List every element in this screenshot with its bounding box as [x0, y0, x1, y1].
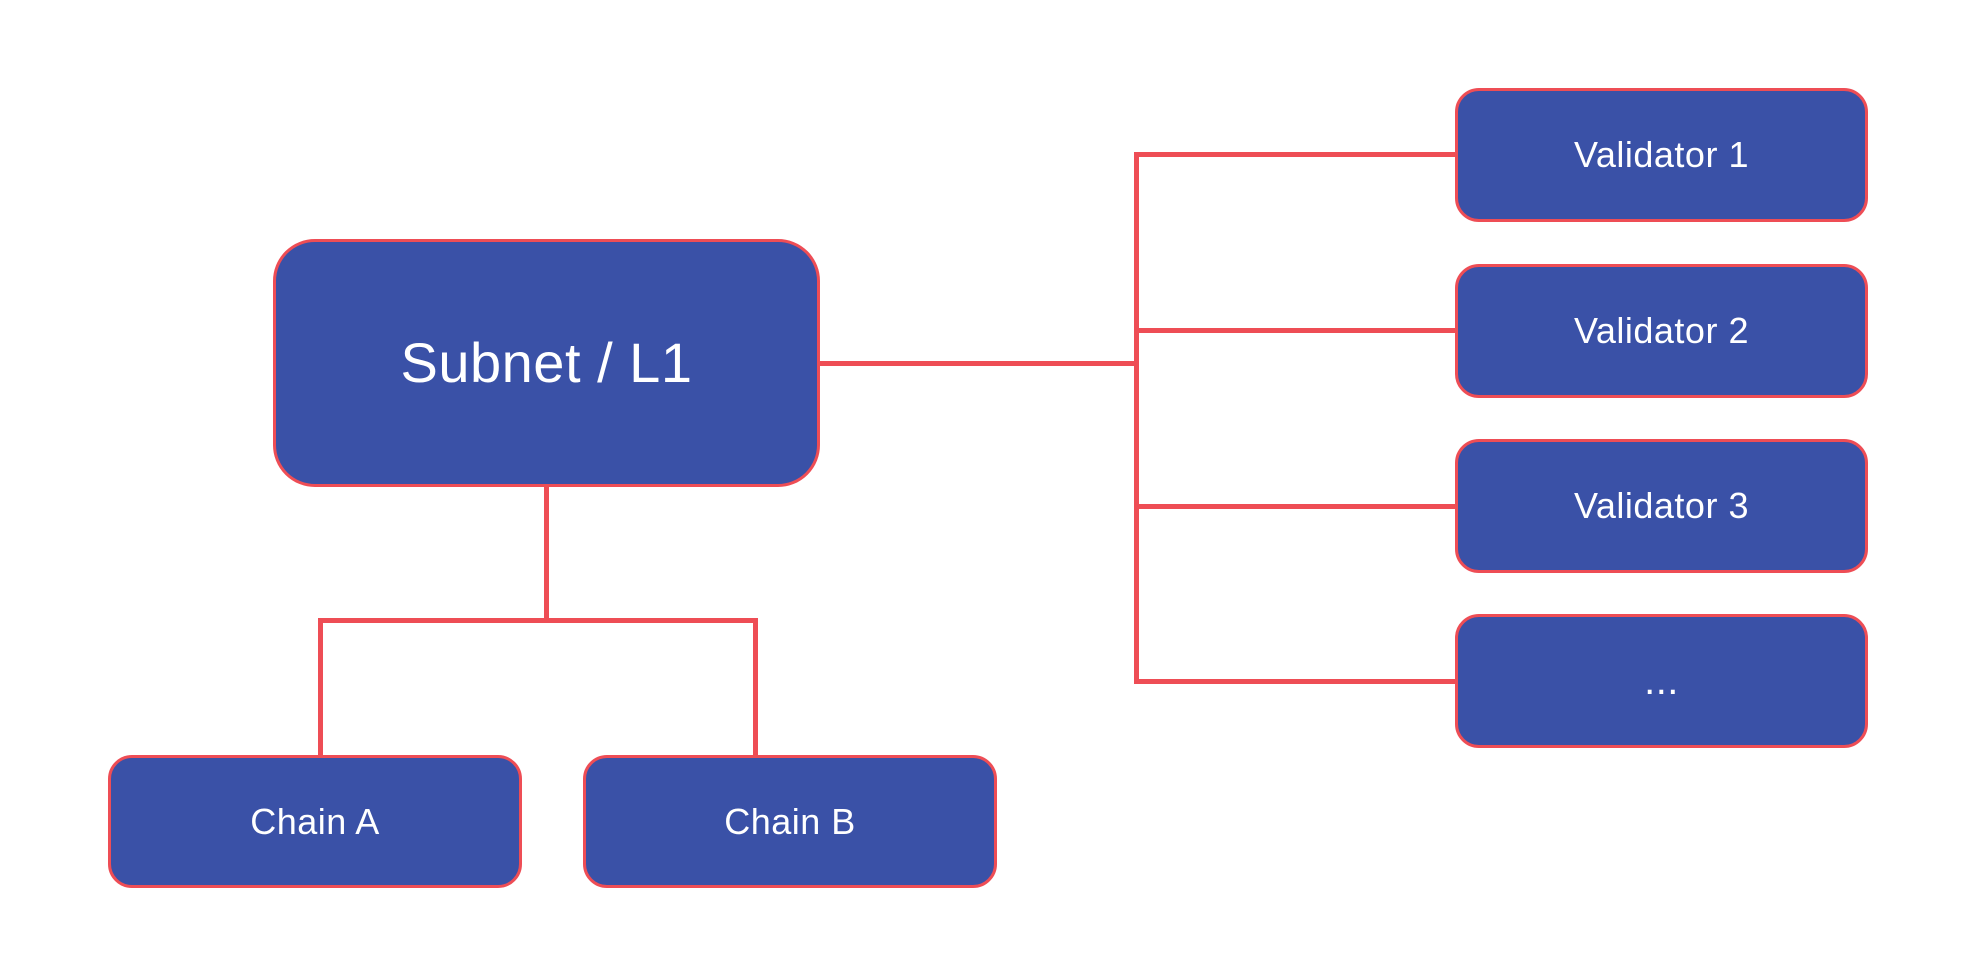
node-chain-b: Chain B [583, 755, 997, 888]
connector-drop-chain-b [753, 618, 758, 755]
connector-branch-validator-3 [1134, 504, 1455, 509]
node-chain-a: Chain A [108, 755, 522, 888]
connector-branch-validator-1 [1134, 152, 1455, 157]
node-validator-3: Validator 3 [1455, 439, 1868, 573]
connector-subnet-to-chains [544, 487, 549, 621]
connector-drop-chain-a [318, 618, 323, 755]
node-validator-1-label: Validator 1 [1574, 134, 1749, 176]
node-validators-more: ... [1455, 614, 1868, 748]
connector-subnet-to-trunk [820, 361, 1139, 366]
node-validator-3-label: Validator 3 [1574, 485, 1749, 527]
node-chain-a-label: Chain A [250, 800, 380, 842]
node-validator-2-label: Validator 2 [1574, 310, 1749, 352]
connector-validator-trunk [1134, 152, 1139, 684]
node-validators-more-label: ... [1644, 659, 1679, 703]
connector-branch-validator-2 [1134, 328, 1455, 333]
node-chain-b-label: Chain B [724, 800, 856, 842]
node-validator-2: Validator 2 [1455, 264, 1868, 398]
node-subnet-l1-label: Subnet / L1 [400, 331, 693, 395]
connector-chains-crossbar [318, 618, 758, 623]
node-subnet-l1: Subnet / L1 [273, 239, 820, 487]
connector-branch-validators-more [1134, 679, 1455, 684]
node-validator-1: Validator 1 [1455, 88, 1868, 222]
